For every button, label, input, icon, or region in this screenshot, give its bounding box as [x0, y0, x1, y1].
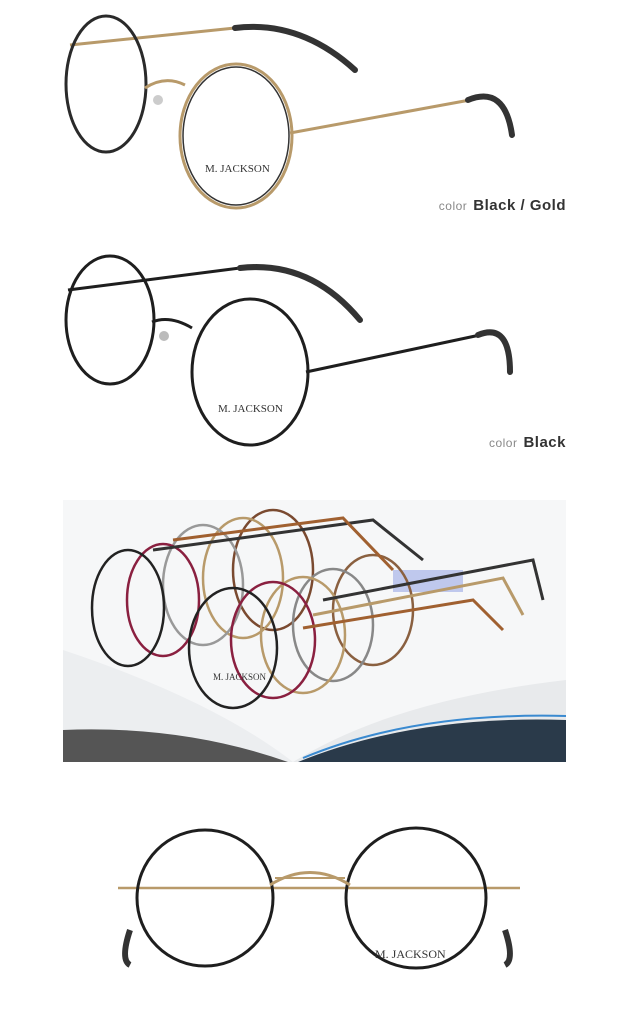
color-label-black: color Black	[489, 434, 566, 451]
color-prefix: color	[488, 436, 518, 450]
color-name: Black / Gold	[473, 197, 566, 214]
glasses-front-view: M. JACKSON	[118, 826, 520, 970]
color-label-black-gold: color Black / Gold	[439, 197, 566, 214]
lineup-photo: M. JACKSON	[63, 500, 566, 762]
brand-logo: M. JACKSON	[205, 163, 270, 175]
color-prefix: color	[438, 199, 468, 213]
glasses-black-gold-image: M. JACKSON	[64, 14, 515, 210]
svg-text:M. JACKSON: M. JACKSON	[213, 672, 267, 682]
svg-text:M. JACKSON: M. JACKSON	[375, 947, 446, 961]
svg-text:M. JACKSON: M. JACKSON	[218, 403, 283, 415]
color-name: Black	[523, 434, 566, 451]
glasses-black-image: M. JACKSON	[64, 254, 513, 447]
